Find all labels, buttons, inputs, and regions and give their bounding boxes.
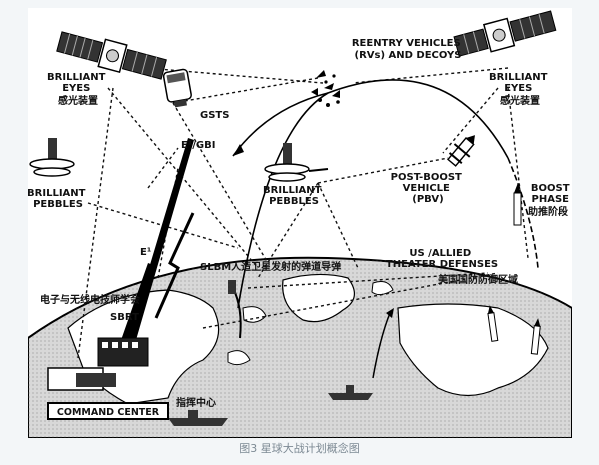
interceptor-missiles	[487, 305, 541, 355]
label-command-center-cn: 指挥中心	[176, 396, 216, 409]
boost-phase-missile	[513, 184, 522, 226]
ship-command	[168, 410, 228, 426]
brilliant-pebbles-left	[29, 138, 75, 177]
island-2	[371, 281, 394, 296]
label-post-boost-vehicle: POST-BOOST VEHICLE (PBV)	[391, 172, 466, 205]
post-boost-vehicle	[447, 135, 475, 167]
label-brilliant-pebbles-center: BRILLIANT PEBBLES	[263, 185, 325, 207]
label-ieee: 电子与无线电技师学会	[40, 293, 140, 306]
label-e1-gbi: E¹/GBI	[181, 140, 215, 151]
slbm-launch	[228, 280, 242, 339]
label-boost-phase: BOOST PHASE 助推阶段	[528, 183, 572, 218]
ship-theater	[328, 385, 373, 400]
label-theater-defenses: US /ALLIED THEATER DEFENSES	[386, 248, 498, 270]
diagram-frame: BRILLIANT EYES 感光装置 BRILLIANT EYES 感光装置 …	[28, 8, 572, 438]
satellite-brilliant-eyes-left	[56, 31, 167, 80]
ballistic-trajectory	[232, 79, 539, 309]
sensor-links	[77, 65, 529, 359]
command-center-box	[47, 402, 169, 420]
label-brilliant-pebbles-left: BRILLIANT PEBBLES	[28, 188, 89, 210]
gsts-sensor	[162, 68, 192, 108]
continent-right	[397, 303, 549, 397]
theater-defense-missile	[372, 308, 394, 379]
brilliant-pebbles-center	[264, 143, 329, 182]
label-brilliant-eyes-left: BRILLIANT EYES 感光装置	[47, 72, 109, 107]
island-1	[242, 306, 267, 323]
label-e1: E¹	[140, 247, 151, 258]
label-command-center: COMMAND CENTER	[57, 407, 160, 418]
label-slbm: SLBM人造卫星发射的弹道导弹	[200, 260, 341, 273]
sdi-concept-diagram: BRILLIANT EYES 感光装置 BRILLIANT EYES 感光装置 …	[28, 10, 572, 438]
laser-beams	[120, 138, 195, 345]
label-us-defense-zone: 美国国防防御区域	[438, 273, 518, 286]
label-reentry-vehicles: REENTRY VEHICLES (RVs) AND DECOYS	[352, 38, 464, 61]
label-brilliant-eyes-right: BRILLIANT EYES 感光装置	[489, 72, 551, 107]
command-center-buildings	[47, 337, 149, 391]
label-sbrt: SBRT	[110, 312, 139, 323]
figure-caption: 图3 星球大战计划概念图	[239, 442, 360, 455]
island-3	[227, 350, 251, 366]
reentry-vehicles-cluster	[311, 70, 340, 107]
label-gsts: GSTS	[200, 110, 229, 121]
satellite-brilliant-eyes-right	[453, 10, 557, 57]
